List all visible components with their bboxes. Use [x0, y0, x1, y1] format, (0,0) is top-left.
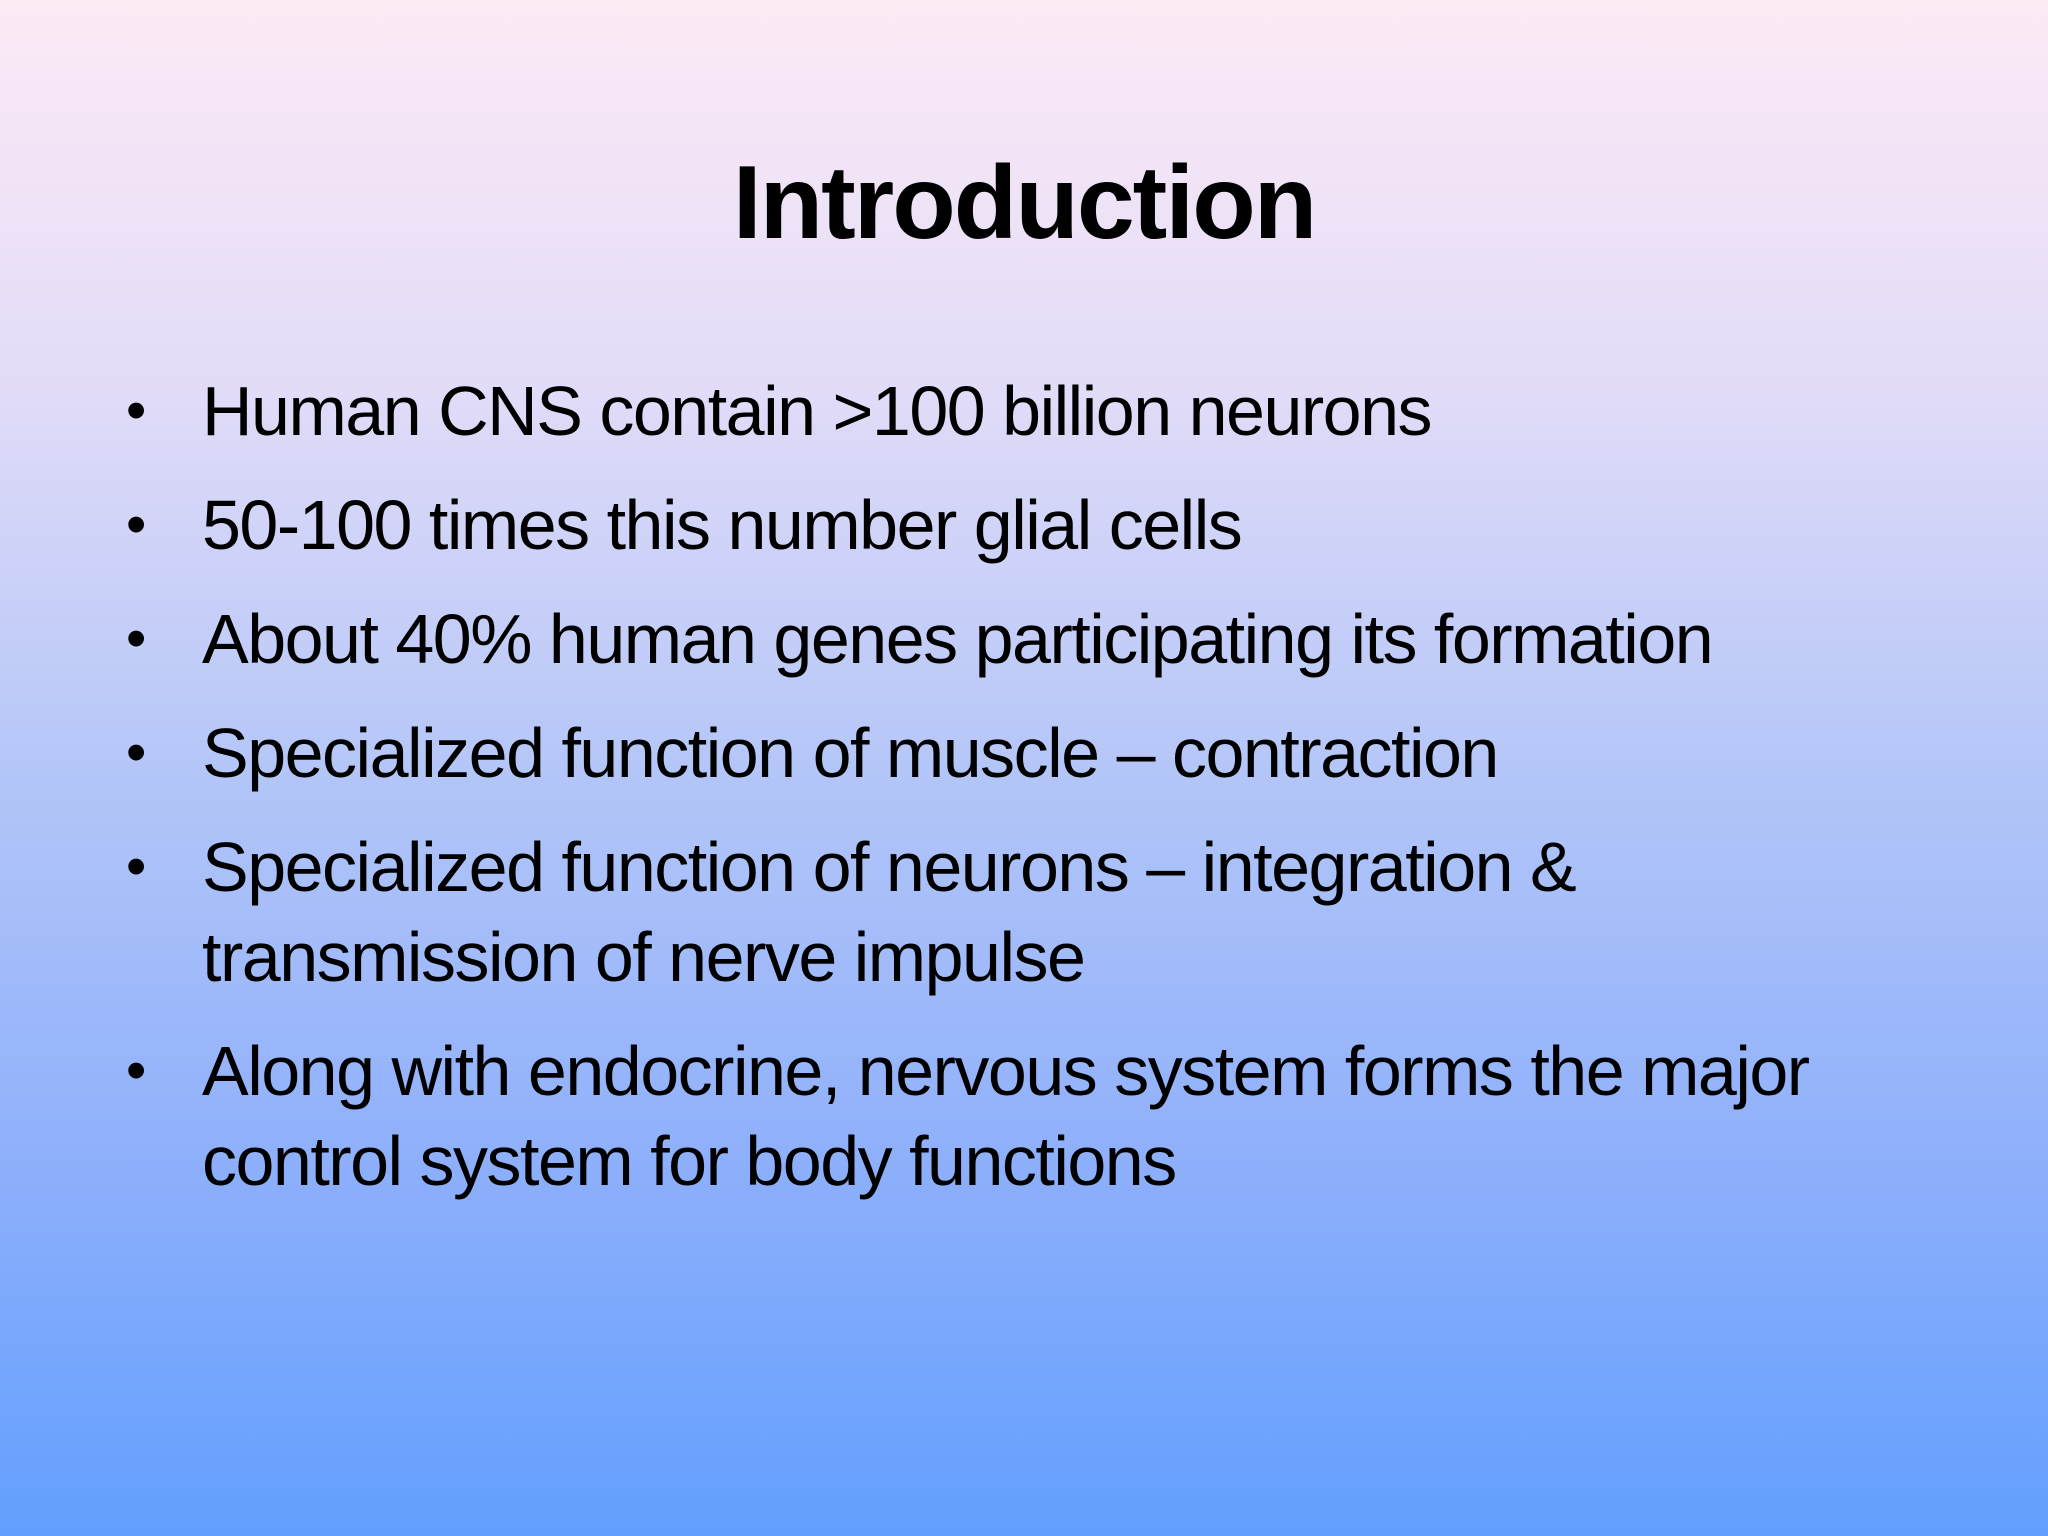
bullet-text: Human CNS contain >100 billion neurons	[202, 372, 1433, 450]
bullet-item: • Specialized function of neurons – inte…	[120, 822, 1902, 1002]
bullet-text: Specialized function of muscle – contrac…	[202, 714, 1499, 792]
bullet-item: • Along with endocrine, nervous system f…	[120, 1026, 1982, 1206]
slide-title: Introduction	[732, 145, 1318, 261]
bullet-list: • Human CNS contain >100 billion neurons…	[120, 366, 1920, 1230]
bullet-icon: •	[126, 1038, 146, 1103]
bullet-icon: •	[126, 834, 146, 899]
bullet-item: • 50-100 times this number glial cells	[120, 480, 1920, 570]
bullet-item: • Human CNS contain >100 billion neurons	[120, 366, 1920, 456]
bullet-icon: •	[126, 606, 146, 671]
bullet-icon: •	[126, 720, 146, 785]
bullet-icon: •	[126, 378, 146, 443]
bullet-text: Specialized function of neurons – integr…	[202, 828, 1577, 996]
bullet-text: Along with endocrine, nervous system for…	[202, 1032, 1810, 1200]
bullet-item: • About 40% human genes participating it…	[120, 594, 1762, 684]
bullet-item: • Specialized function of muscle – contr…	[120, 708, 1920, 798]
bullet-icon: •	[126, 492, 146, 557]
bullet-text: 50-100 times this number glial cells	[202, 486, 1243, 564]
bullet-text: About 40% human genes participating its …	[202, 600, 1714, 678]
